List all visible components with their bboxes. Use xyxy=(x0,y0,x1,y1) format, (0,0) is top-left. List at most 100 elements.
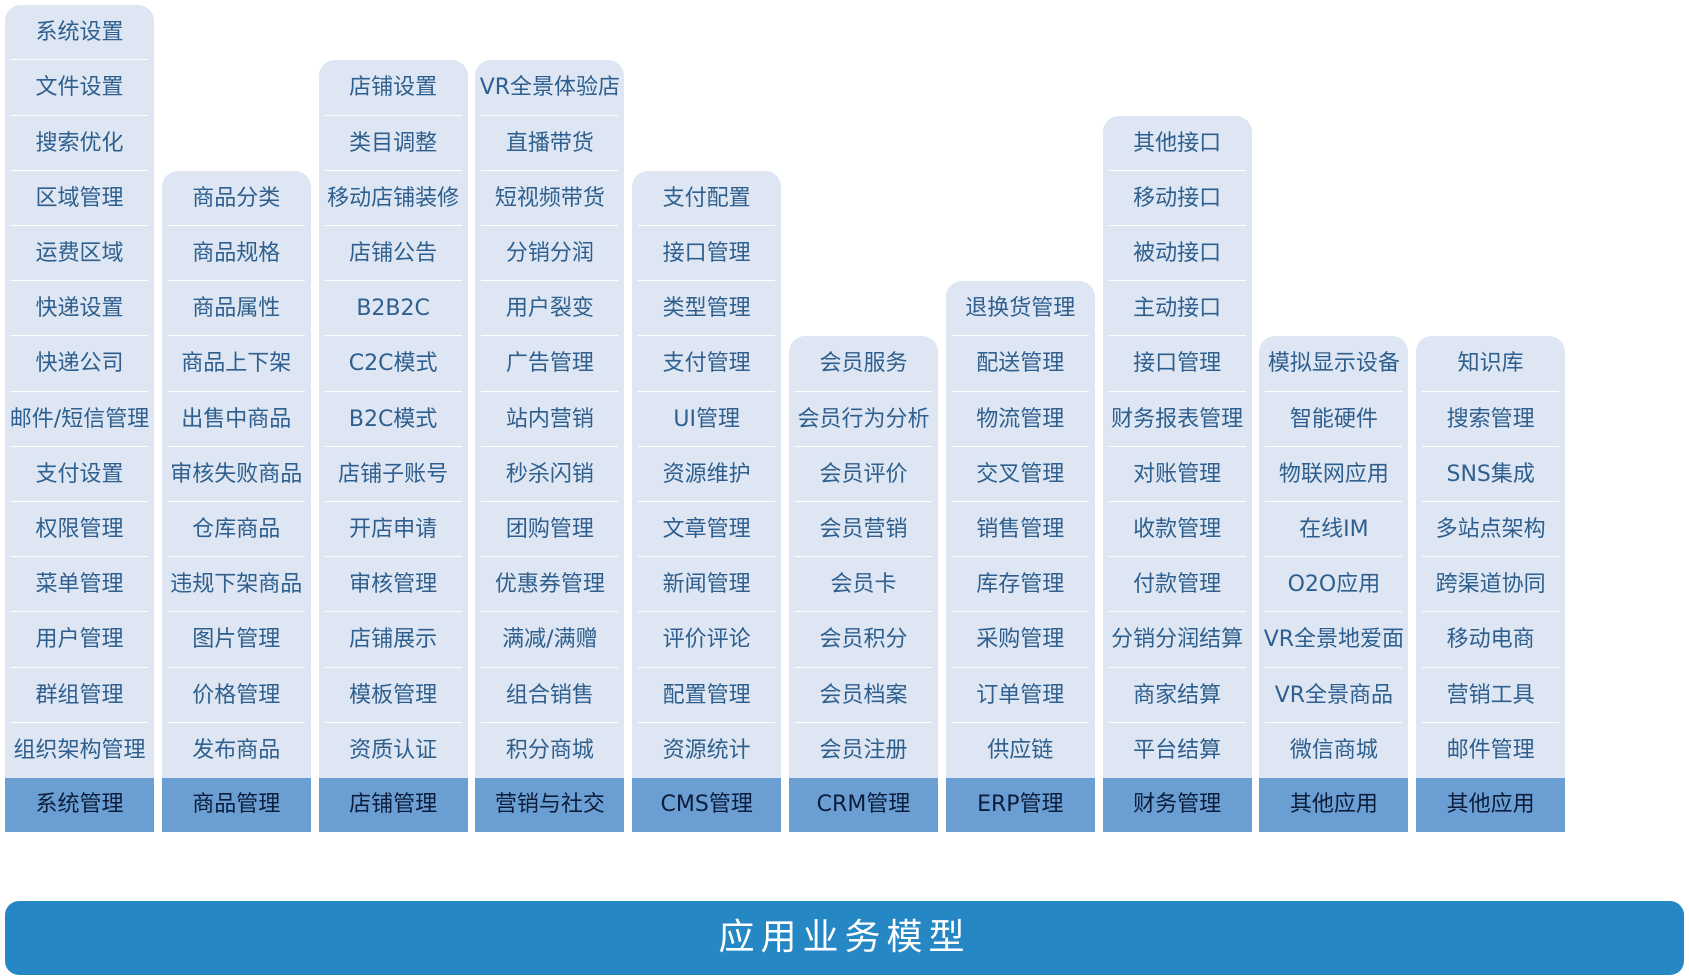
item-divider xyxy=(11,114,148,116)
module-item: 组织架构管理 xyxy=(13,737,146,763)
item-divider xyxy=(11,556,148,558)
module-item: 支付配置 xyxy=(662,185,751,211)
item-divider xyxy=(1108,169,1246,171)
module-column: 其他接口移动接口被动接口主动接口接口管理财务报表管理对账管理收款管理付款管理分销… xyxy=(1102,115,1252,832)
item-divider xyxy=(795,721,932,723)
item-divider xyxy=(795,556,932,558)
module-item: 店铺展示 xyxy=(349,627,438,653)
item-divider xyxy=(1422,611,1560,613)
item-divider xyxy=(481,445,619,447)
module-item: 仓库商品 xyxy=(192,516,281,542)
item-divider xyxy=(638,445,776,447)
module-item: 移动接口 xyxy=(1133,185,1222,211)
item-divider xyxy=(324,445,462,447)
module-item: 接口管理 xyxy=(1133,351,1222,377)
item-divider xyxy=(167,224,305,226)
module-item: 在线IM xyxy=(1299,516,1369,542)
item-divider xyxy=(167,390,305,392)
module-item: 类目调整 xyxy=(349,130,438,156)
module-item: 商品分类 xyxy=(192,185,281,211)
item-divider xyxy=(481,390,619,392)
module-item: 审核失败商品 xyxy=(170,461,303,487)
item-divider xyxy=(638,556,776,558)
item-divider xyxy=(1265,611,1403,613)
item-divider xyxy=(1108,666,1246,668)
item-divider xyxy=(167,500,305,502)
item-divider xyxy=(481,556,619,558)
module-item: 广告管理 xyxy=(505,351,594,377)
item-divider xyxy=(1108,335,1246,337)
module-item: 直播带货 xyxy=(505,130,594,156)
module-item: C2C模式 xyxy=(348,351,438,377)
module-item: 交叉管理 xyxy=(976,461,1065,487)
module-item: 配置管理 xyxy=(662,682,751,708)
module-item: 搜索优化 xyxy=(35,130,124,156)
module-item: 优惠券管理 xyxy=(494,572,605,598)
module-item: 供应链 xyxy=(987,737,1054,763)
module-item: 收款管理 xyxy=(1133,516,1222,542)
module-item: 商家结算 xyxy=(1133,682,1222,708)
item-divider xyxy=(1108,611,1246,613)
module-item: 秒杀闪销 xyxy=(505,461,594,487)
item-divider xyxy=(167,721,305,723)
module-item: 店铺子账号 xyxy=(338,461,449,487)
item-divider xyxy=(1265,556,1403,558)
module-item: 快递设置 xyxy=(35,296,124,322)
module-item: O2O应用 xyxy=(1287,572,1381,598)
item-divider xyxy=(11,721,148,723)
item-divider xyxy=(951,666,1089,668)
item-divider xyxy=(951,445,1089,447)
module-item: 发布商品 xyxy=(192,737,281,763)
item-divider xyxy=(951,500,1089,502)
module-item: 销售管理 xyxy=(976,516,1065,542)
module-item: 物联网应用 xyxy=(1278,461,1389,487)
module-item: 物流管理 xyxy=(976,406,1065,432)
item-divider xyxy=(1108,500,1246,502)
item-divider xyxy=(167,335,305,337)
module-item: 用户裂变 xyxy=(505,296,594,322)
item-divider xyxy=(951,335,1089,337)
module-item: 跨渠道协同 xyxy=(1435,572,1546,598)
item-divider xyxy=(1422,556,1560,558)
item-divider xyxy=(324,721,462,723)
module-item: 微信商城 xyxy=(1289,737,1378,763)
module-item: 支付设置 xyxy=(35,461,124,487)
item-divider xyxy=(167,280,305,282)
item-divider xyxy=(324,556,462,558)
module-item: 违规下架商品 xyxy=(170,572,303,598)
module-item: VR全景体验店 xyxy=(479,75,621,101)
module-item: UI管理 xyxy=(673,406,740,432)
module-item: 类型管理 xyxy=(662,296,751,322)
module-column-footer: 店铺管理 xyxy=(318,777,468,832)
item-divider xyxy=(1265,666,1403,668)
module-column: 商品分类商品规格商品属性商品上下架出售中商品审核失败商品仓库商品违规下架商品图片… xyxy=(161,170,311,832)
module-item: 退换货管理 xyxy=(965,296,1076,322)
module-item: 店铺公告 xyxy=(349,240,438,266)
module-item: 权限管理 xyxy=(35,516,124,542)
item-divider xyxy=(795,390,932,392)
item-divider xyxy=(1265,721,1403,723)
module-item: 知识库 xyxy=(1457,351,1524,377)
module-item: 运费区域 xyxy=(35,240,124,266)
item-divider xyxy=(795,666,932,668)
module-item: 菜单管理 xyxy=(35,572,124,598)
item-divider xyxy=(951,556,1089,558)
item-divider xyxy=(11,666,148,668)
module-item: 会员注册 xyxy=(819,737,908,763)
module-column-footer: 营销与社交 xyxy=(475,777,625,832)
module-item: 系统设置 xyxy=(35,20,124,46)
module-item: 邮件/短信管理 xyxy=(9,406,150,432)
item-divider xyxy=(324,500,462,502)
module-item: 会员服务 xyxy=(819,351,908,377)
module-item: 多站点架构 xyxy=(1435,516,1546,542)
module-item: 营销工具 xyxy=(1446,682,1535,708)
item-divider xyxy=(11,224,148,226)
item-divider xyxy=(638,335,776,337)
item-divider xyxy=(11,611,148,613)
module-item: 图片管理 xyxy=(192,627,281,653)
item-divider xyxy=(324,280,462,282)
module-item: 订单管理 xyxy=(976,682,1065,708)
module-column-footer: 商品管理 xyxy=(161,777,311,832)
